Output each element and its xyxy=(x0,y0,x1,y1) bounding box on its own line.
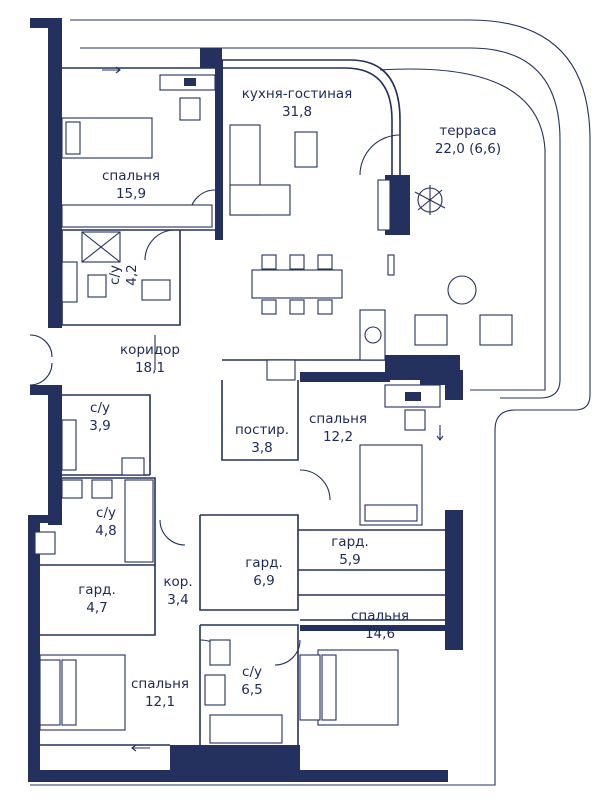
terrace-name: терраса xyxy=(439,123,496,139)
terrace-outline xyxy=(30,19,591,786)
terrace-furniture xyxy=(377,179,513,346)
hall-area: 3,4 xyxy=(167,592,188,608)
kitchen-curve xyxy=(222,59,401,175)
terrace-area: 22,0 (6,6) xyxy=(435,141,501,157)
bed-bottom-left xyxy=(39,654,126,731)
bedroom-right-furniture xyxy=(359,384,441,526)
bath-top-area: 4,2 xyxy=(124,264,140,285)
laundry-area: 3,8 xyxy=(251,440,272,456)
laundry-name: постир. xyxy=(235,422,289,438)
kitchen-furniture xyxy=(229,124,386,381)
arrow-top xyxy=(102,66,121,74)
bath-left-area: 4,8 xyxy=(95,523,116,539)
bath-mid-name: с/у xyxy=(90,400,110,416)
arrow-bottom xyxy=(131,744,150,752)
bath-left-name: с/у xyxy=(96,505,116,521)
hall-name: кор. xyxy=(163,574,192,590)
corridor-area: 18,1 xyxy=(135,360,165,376)
desk-top xyxy=(159,74,216,121)
bedroom-bottom-right-area: 14,6 xyxy=(365,626,395,642)
arrow-right xyxy=(436,425,444,441)
wardrobe-left-name: гард. xyxy=(78,582,116,598)
corridor-name: коридор xyxy=(120,342,180,358)
bath-top-name: с/у xyxy=(107,265,123,285)
bedroom-top-area: 15,9 xyxy=(116,186,146,202)
kitchen-curve-outer xyxy=(222,67,393,175)
wardrobe-mid-area: 6,9 xyxy=(253,573,274,589)
bedroom-top-name: спальня xyxy=(102,168,160,184)
wardrobe-left-area: 4,7 xyxy=(86,600,107,616)
bath-fixtures xyxy=(34,231,283,744)
kitchen-living-area: 31,8 xyxy=(282,104,312,120)
bath-mid-area: 3,9 xyxy=(89,418,110,434)
bath-bottom-name: с/у xyxy=(242,664,262,680)
kitchen-living-name: кухня-гостиная xyxy=(242,86,353,102)
wardrobe-right-area: 5,9 xyxy=(339,552,360,568)
bedroom-bottom-left-name: спальня xyxy=(131,676,189,692)
bedroom-bottom-left-area: 12,1 xyxy=(145,694,175,710)
bed-top xyxy=(61,117,213,228)
bedroom-bottom-right-name: спальня xyxy=(351,608,409,624)
wardrobe-mid-name: гард. xyxy=(245,555,283,571)
terrace-inner-outline xyxy=(80,47,561,399)
wardrobe-right-name: гард. xyxy=(331,534,369,550)
bedroom-right-area: 12,2 xyxy=(323,429,353,445)
bedroom-right-name: спальня xyxy=(309,411,367,427)
interior-walls xyxy=(40,67,445,746)
bed-bottom-right xyxy=(299,625,445,726)
terrace-edge xyxy=(379,68,546,391)
bath-bottom-area: 6,5 xyxy=(241,682,262,698)
